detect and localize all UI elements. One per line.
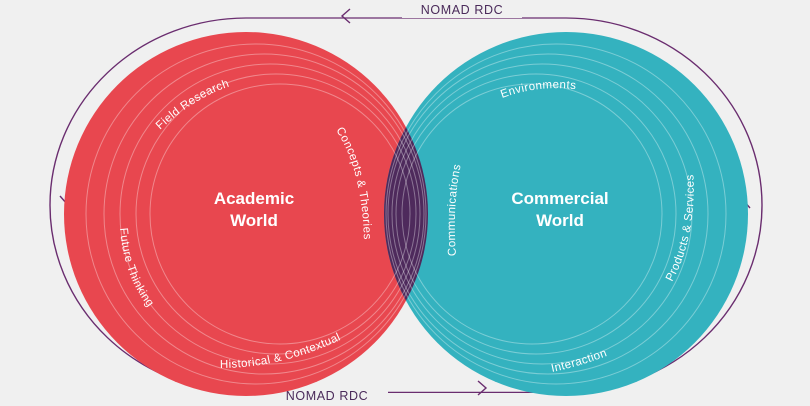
academic-title-line2: World bbox=[230, 211, 278, 230]
nomad-label-top: NOMAD RDC bbox=[421, 3, 503, 17]
arrow-right-icon bbox=[477, 380, 488, 396]
commercial-world-circle bbox=[384, 32, 748, 396]
academic-title-line1: Academic bbox=[214, 189, 294, 208]
nomad-label-bottom: NOMAD RDC bbox=[286, 389, 368, 403]
arrow-left-icon bbox=[340, 8, 351, 24]
commercial-title-line1: Commercial bbox=[511, 189, 608, 208]
academic-world-circle bbox=[64, 32, 428, 396]
commercial-rings bbox=[385, 43, 727, 385]
academic-rings bbox=[85, 43, 427, 385]
commercial-title-line2: World bbox=[536, 211, 584, 230]
